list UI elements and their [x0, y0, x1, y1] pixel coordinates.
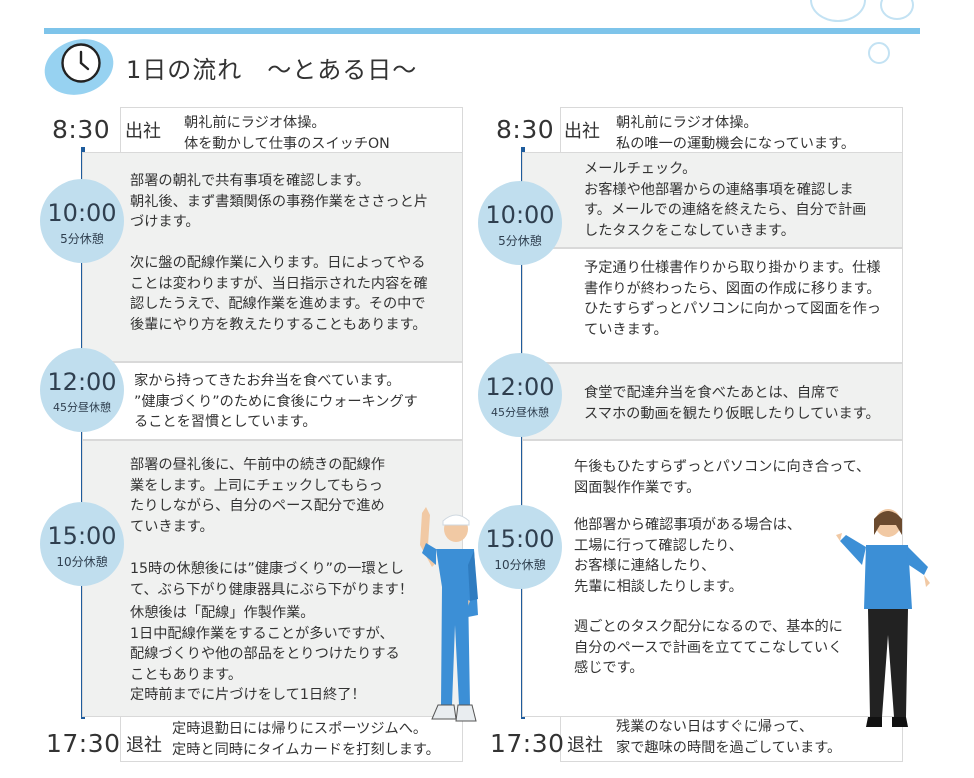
- time-badge-break: 5分休憩: [498, 234, 542, 248]
- block-1200-box: [522, 363, 903, 440]
- block-1000-box-b: [522, 248, 903, 363]
- time-badge-break: 10分休憩: [56, 555, 108, 569]
- block-1200-box: [82, 362, 463, 440]
- block-1500-text-c: 週ごとのタスク配分になるので、基本的に 自分のペースで計画を立ててこなしていく …: [574, 619, 843, 676]
- block-1500-text-a: 部署の昼礼後に、午前中の続きの配線作 業をします。上司にチェックしてもらっ たり…: [130, 457, 385, 535]
- block-1500-box: [522, 440, 903, 717]
- time-badge-time: 12:00: [47, 368, 117, 396]
- bubble-decoration: [880, 0, 914, 20]
- arrive-time: 8:30: [496, 115, 555, 144]
- leave-box: [120, 717, 463, 762]
- block-1000-box: [82, 152, 463, 362]
- leave-text: 残業のない日はすぐに帰って、 家で趣味の時間を過ごしています。: [616, 719, 842, 756]
- header-accent-bar: [44, 28, 920, 34]
- arrive-label: 出社: [564, 121, 600, 142]
- block-1500-text-c: 休憩後は「配線」作製作業。 1日中配線作業をすることが多いですが、 配線づくりや…: [130, 605, 400, 703]
- arrive-box: [560, 107, 903, 152]
- leave-time: 17:30: [46, 729, 121, 758]
- block-1000-text: 部署の朝礼で共有事項を確認します。 朝礼後、まず書類関係の事務作業をささっと片 …: [130, 173, 428, 333]
- time-badge-1500: 15:00 10分休憩: [478, 505, 562, 589]
- leave-text: 定時退勤日には帰りにスポーツジムへ。 定時と同時にタイムカードを打刻します。: [172, 721, 440, 758]
- arrive-text: 朝礼前にラジオ体操。 私の唯一の運動機会になっています。: [616, 115, 856, 152]
- time-badge-break: 45分昼休憩: [491, 406, 549, 419]
- time-badge-time: 10:00: [47, 199, 117, 227]
- arrive-text: 朝礼前にラジオ体操。 体を動かして仕事のスイッチON: [184, 115, 390, 152]
- block-1500-text-a: 午後もひたすらずっとパソコンに向き合って、 図面製作作業です。: [574, 459, 871, 496]
- time-badge-break: 5分休憩: [60, 232, 104, 246]
- block-1200-text: 家から持ってきたお弁当を食べています。 ”健康づくり”のために食後にウォーキング…: [134, 373, 418, 430]
- time-badge-1500: 15:00 10分休憩: [40, 502, 124, 586]
- schedule-column-right: 8:30 出社 朝礼前にラジオ体操。 私の唯一の運動機会になっています。 10:…: [478, 107, 910, 762]
- time-badge-break: 10分休憩: [494, 558, 546, 572]
- leave-time: 17:30: [490, 729, 565, 758]
- time-badge-time: 12:00: [485, 373, 555, 401]
- leave-box: [560, 717, 903, 762]
- worker-female-illustration: [836, 509, 930, 727]
- block-1000-text-a: メールチェック。 お客様や他部署からの連絡事項を確認しま す。メールでの連絡を終…: [584, 161, 867, 239]
- page-title: 1日の流れ ～とある日～: [126, 56, 418, 84]
- block-1500-text-b: 15時の休憩後には”健康づくり”の一環とし て、ぶら下がり健康器具にぶら下がりま…: [130, 561, 414, 598]
- time-badge-break: 45分昼休憩: [53, 401, 111, 414]
- block-1200-text: 食堂で配達弁当を食べたあとは、自席で スマホの動画を観たり仮眠したりしています。: [584, 385, 880, 422]
- time-badge-1000: 10:00 5分休憩: [40, 179, 124, 263]
- bubble-decoration: [868, 42, 890, 64]
- time-badge-time: 15:00: [47, 522, 117, 550]
- arrive-label: 出社: [125, 121, 161, 142]
- worker-male-illustration: [420, 507, 478, 722]
- arrive-time: 8:30: [52, 115, 111, 144]
- bubble-decoration: [810, 0, 866, 22]
- block-1000-text-b: 予定通り仕様書作りから取り掛かります。仕様 書作りが終わったら、図面の作成に移り…: [584, 260, 881, 338]
- schedule-column-left: 8:30 出社 朝礼前にラジオ体操。 体を動かして仕事のスイッチON 10:00…: [40, 107, 470, 762]
- time-badge-time: 15:00: [485, 525, 555, 553]
- block-1000-box: [522, 152, 903, 248]
- time-badge-1200: 12:00 45分昼休憩: [478, 353, 562, 437]
- time-badge-1000: 10:00 5分休憩: [478, 181, 562, 265]
- block-1500-box: [82, 440, 463, 717]
- clock-icon: [61, 43, 101, 83]
- time-badge-time: 10:00: [485, 201, 555, 229]
- leave-label: 退社: [567, 735, 603, 756]
- block-1500-text-b: 他部署から確認事項がある場合は、 工場に行って確認したり、 お客様に連絡したり、…: [574, 517, 802, 595]
- leave-label: 退社: [126, 735, 162, 756]
- arrive-box: [120, 107, 463, 152]
- time-badge-1200: 12:00 45分昼休憩: [40, 348, 124, 432]
